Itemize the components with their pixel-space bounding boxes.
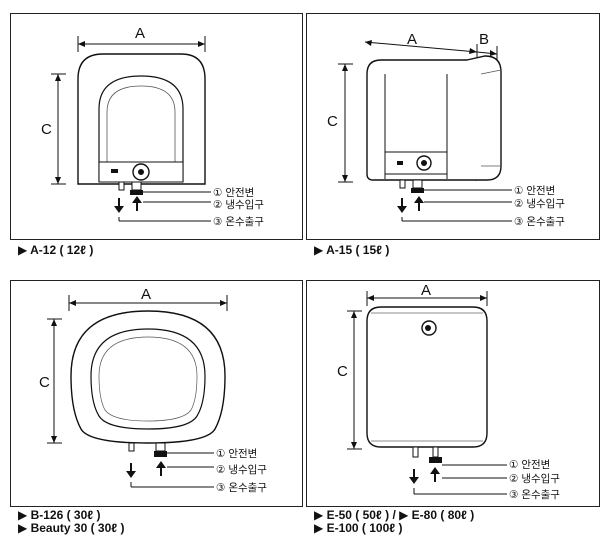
dim-c-label-4: C: [337, 363, 348, 380]
caption-b126: ▶ B-126 ( 30ℓ ) ▶ Beauty 30 ( 30ℓ ): [18, 509, 124, 535]
caption-a15: ▶ A-15 ( 15ℓ ): [314, 244, 389, 257]
dim-a-label-4: A: [421, 282, 431, 299]
diagram-a15: A B C ① 안전변: [327, 31, 565, 228]
caption-a12-line1: ▶ A-12 ( 12ℓ ): [18, 243, 94, 257]
legend-safety-valve-2: ① 안전변: [514, 185, 555, 197]
caption-a15-line1: ▶ A-15 ( 15ℓ ): [314, 243, 390, 257]
caption-b126-line1: ▶ B-126 ( 30ℓ ): [18, 508, 101, 522]
dim-c-label: C: [41, 121, 52, 138]
legend-hot-outlet-3: ③ 온수출구: [216, 482, 267, 494]
dim-c-label-3: C: [39, 374, 50, 391]
panel-a15: A B C ① 안전변: [306, 13, 600, 240]
dim-a-label-2: A: [407, 31, 417, 48]
panel-b126: A C ① 안전변 ② 냉수입구 ③ 온수출구: [10, 280, 303, 507]
dim-a-label: A: [135, 25, 145, 42]
diagram-b126: A C ① 안전변 ② 냉수입구 ③ 온수출구: [39, 286, 267, 494]
caption-e50-line2: ▶ E-100 ( 100ℓ ): [314, 521, 403, 535]
legend-cold-inlet: ② 냉수입구: [213, 198, 264, 211]
diagram-e50: A C ① 안전변 ② 냉수입구 ③ 온수출구: [337, 282, 560, 501]
panel-e50: A C ① 안전변 ② 냉수입구 ③ 온수출구: [306, 280, 600, 507]
legend-safety-valve-3: ① 안전변: [216, 448, 257, 460]
legend-cold-inlet-3: ② 냉수입구: [216, 463, 267, 476]
caption-b126-line2: ▶ Beauty 30 ( 30ℓ ): [18, 521, 125, 535]
legend-hot-outlet-4: ③ 온수출구: [509, 489, 560, 501]
legend-safety-valve-4: ① 안전변: [509, 459, 550, 471]
legend-cold-inlet-2: ② 냉수입구: [514, 197, 565, 210]
legend-hot-outlet: ③ 온수출구: [213, 216, 264, 228]
caption-a12: ▶ A-12 ( 12ℓ ): [18, 244, 93, 257]
legend-hot-outlet-2: ③ 온수출구: [514, 216, 565, 228]
legend-safety-valve: ① 안전변: [213, 187, 254, 199]
panel-a12: A C ① 안전변 ② 냉수입구 ③ 온수출구: [10, 13, 303, 240]
dim-c-label-2: C: [327, 113, 338, 130]
legend-cold-inlet-4: ② 냉수입구: [509, 472, 560, 485]
caption-e50-line1: ▶ E-50 ( 50ℓ ) / ▶ E-80 ( 80ℓ ): [314, 508, 475, 522]
caption-e50: ▶ E-50 ( 50ℓ ) / ▶ E-80 ( 80ℓ ) ▶ E-100 …: [314, 509, 474, 535]
dim-a-label-3: A: [141, 286, 151, 303]
dim-b-label: B: [479, 31, 489, 48]
diagram-a12: A C ① 안전변 ② 냉수입구 ③ 온수출구: [41, 25, 264, 228]
